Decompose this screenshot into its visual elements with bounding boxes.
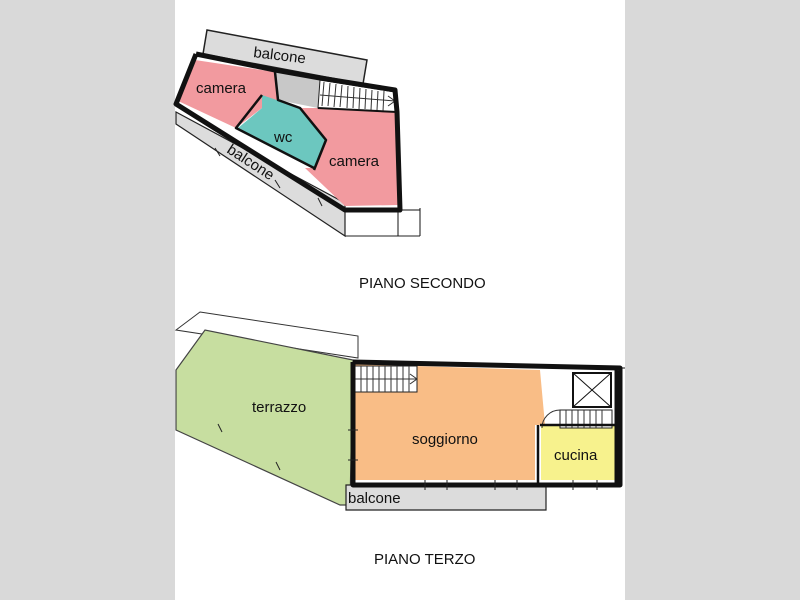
stairs-piano-secondo <box>317 79 396 113</box>
room-label-balcone: balcone <box>348 490 401 507</box>
room-label-camera-right: camera <box>329 153 380 170</box>
room-label-terrazzo: terrazzo <box>252 399 306 416</box>
terrazzo-area <box>175 329 354 506</box>
soggiorno-area <box>353 364 545 480</box>
stairs-piano-terzo-left <box>354 365 418 393</box>
floor-title-piano-terzo: PIANO TERZO <box>374 551 475 568</box>
room-label-balcone-top: balcone <box>253 44 307 67</box>
stair-landing-area <box>275 72 320 108</box>
floor-title-piano-secondo: PIANO SECONDO <box>359 275 486 292</box>
camera-right-area <box>300 108 398 206</box>
floor-plan-piano-terzo: terrazzo soggiorno cucina balcone PIANO … <box>174 311 625 568</box>
cucina-area <box>541 425 616 480</box>
room-label-cucina: cucina <box>554 447 598 464</box>
floor-plan-piano-secondo: camera wc camera balcone balcone PIANO S… <box>173 29 486 292</box>
room-label-camera-left: camera <box>196 80 247 97</box>
room-label-soggiorno: soggiorno <box>412 431 478 448</box>
room-label-wc: wc <box>273 129 293 146</box>
camera-left-area <box>176 60 278 128</box>
